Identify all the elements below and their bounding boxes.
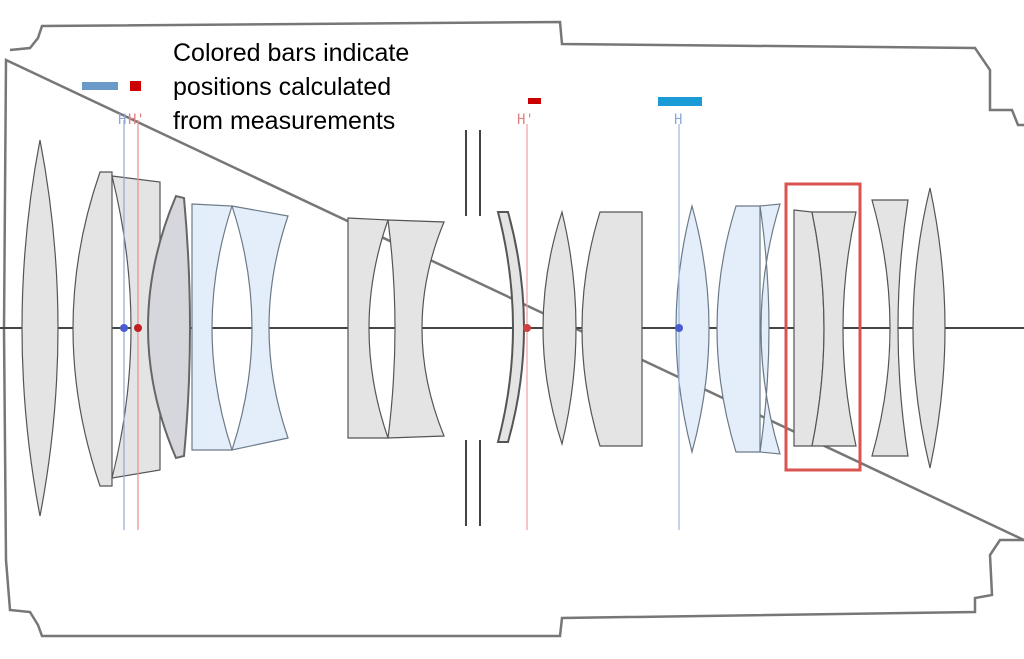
legend-line-2: positions calculated xyxy=(173,73,392,101)
lens-element xyxy=(191,203,233,451)
rear-h-label: H xyxy=(674,112,682,128)
lens-element xyxy=(72,171,113,487)
front-h-prime-label: H' xyxy=(128,112,145,128)
legend-line-1: Colored bars indicate xyxy=(173,39,410,67)
front-h-label: H xyxy=(118,112,126,128)
lens-element xyxy=(675,203,710,455)
lens-element xyxy=(912,187,946,469)
lens-element xyxy=(231,205,289,451)
highlighted-lens-group-box xyxy=(784,182,862,472)
measured-h-marker xyxy=(658,97,702,106)
lens-element xyxy=(871,199,909,457)
lens-element xyxy=(21,139,59,517)
aperture-stop xyxy=(465,130,481,526)
legend-h-prime-square-icon xyxy=(130,81,141,91)
lens-element xyxy=(759,203,781,455)
lens-element xyxy=(542,209,577,447)
lens-element xyxy=(811,211,857,447)
lens-element xyxy=(147,194,191,460)
legend-caption: Colored bars indicate positions calculat… xyxy=(173,36,409,138)
lens-element xyxy=(387,219,445,439)
lens-element xyxy=(347,217,389,439)
measured-h-prime-marker xyxy=(528,98,541,104)
lens-element xyxy=(581,211,643,447)
front-h-point xyxy=(120,324,128,332)
rear-h-point xyxy=(675,324,683,332)
lens-barrel-outline xyxy=(2,20,1024,638)
legend-line-3: from measurements xyxy=(173,107,396,135)
rear-h-prime-point xyxy=(523,324,531,332)
legend-h-bar-icon xyxy=(82,82,118,90)
rear-h-prime-label: H' xyxy=(517,112,534,128)
lens-element xyxy=(716,205,761,453)
front-h-prime-point xyxy=(134,324,142,332)
lens-element xyxy=(496,211,525,443)
